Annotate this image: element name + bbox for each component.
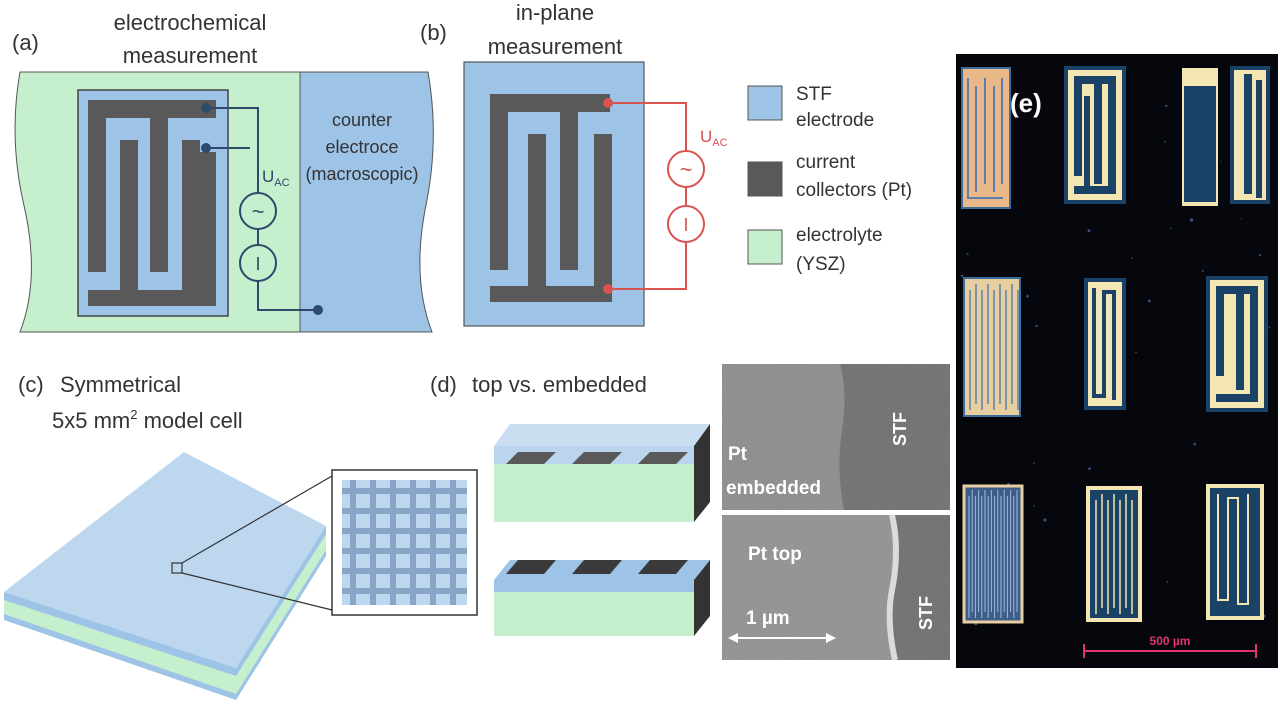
current-collector-a bbox=[88, 100, 216, 306]
panel-c: (c) Symmetrical 5x5 mm2 model cell bbox=[4, 372, 478, 700]
panel-e-label: (e) bbox=[1010, 88, 1042, 118]
legend: STF electrode current collectors (Pt) el… bbox=[747, 84, 912, 275]
panel-a-title-line2: measurement bbox=[123, 43, 258, 68]
sample-r1c3 bbox=[1182, 68, 1218, 206]
micrograph-scale-label: 500 µm bbox=[1150, 634, 1191, 648]
sample-r2c1 bbox=[963, 277, 1021, 417]
sem2-pt-top-label: Pt top bbox=[748, 544, 802, 565]
sem-scale-label: 1 µm bbox=[746, 608, 790, 629]
legend-ysz-line2: (YSZ) bbox=[796, 254, 846, 275]
panel-a: (a) electrochemical measurement counter … bbox=[12, 10, 434, 333]
panel-b: (b) in-plane measurement ~ I UAC bbox=[420, 0, 728, 327]
current-symbol-b: I bbox=[683, 215, 688, 235]
panel-d-title: top vs. embedded bbox=[472, 372, 647, 397]
sem1-pt-label: Pt bbox=[728, 444, 748, 465]
micrograph-scale-bar bbox=[1083, 644, 1257, 658]
legend-swatch-stf bbox=[747, 85, 783, 121]
panel-c-label: (c) bbox=[18, 372, 44, 397]
cell-front-ysz bbox=[4, 600, 236, 694]
sample-r3c3 bbox=[1206, 484, 1264, 620]
ammeter-a bbox=[239, 244, 277, 282]
sample-r1c1 bbox=[961, 67, 1011, 209]
legend-pt-line1: current bbox=[796, 152, 856, 173]
cell-top-face bbox=[4, 452, 326, 668]
circuit-a bbox=[206, 107, 318, 311]
panel-a-title-line1: electrochemical bbox=[114, 10, 267, 35]
counter-label-line3: (macroscopic) bbox=[305, 164, 418, 184]
voltage-label-b: UAC bbox=[700, 127, 728, 149]
sample-r1c2 bbox=[1064, 66, 1126, 204]
legend-stf-line1: STF bbox=[796, 84, 832, 105]
sem1-stf-label: STF bbox=[890, 412, 910, 446]
voltage-label-a: UAC bbox=[262, 167, 290, 189]
ac-symbol-b: ~ bbox=[680, 157, 693, 182]
sample-r3c2 bbox=[1086, 486, 1142, 622]
sem-scale-bar bbox=[728, 633, 836, 643]
sem-image-top bbox=[722, 515, 950, 660]
zoom-marker bbox=[171, 562, 183, 574]
panel-c-title-line2: 5x5 mm2 model cell bbox=[52, 407, 243, 433]
legend-ysz-line1: electrolyte bbox=[796, 225, 883, 246]
panel-d-label: (d) bbox=[430, 372, 457, 397]
legend-pt-line2: collectors (Pt) bbox=[796, 180, 912, 201]
panel-b-title-line1: in-plane bbox=[516, 0, 594, 25]
counter-electrode-region bbox=[299, 71, 434, 333]
current-symbol-a: I bbox=[255, 254, 260, 274]
cell-side-ysz bbox=[236, 534, 326, 694]
panel-b-label: (b) bbox=[420, 20, 447, 45]
sample-r3c1 bbox=[962, 484, 1024, 624]
panel-b-title-line2: measurement bbox=[488, 34, 623, 59]
sample-r2c2 bbox=[1084, 278, 1126, 410]
top-block bbox=[494, 560, 710, 636]
legend-swatch-ysz bbox=[747, 229, 783, 265]
circuit-b bbox=[608, 102, 687, 290]
sem2-stf-label: STF bbox=[916, 596, 936, 630]
panel-d: (d) top vs. embedded bbox=[430, 364, 950, 660]
counter-label-line1: counter bbox=[332, 110, 392, 130]
ac-source-b bbox=[667, 150, 705, 188]
legend-stf-line2: electrode bbox=[796, 110, 874, 131]
counter-label-line2: electroce bbox=[325, 137, 398, 157]
sample-r2c3 bbox=[1206, 276, 1268, 412]
ac-symbol-a: ~ bbox=[252, 199, 265, 224]
sem1-embedded-label: embedded bbox=[726, 478, 821, 499]
legend-swatch-pt bbox=[747, 161, 783, 197]
sem-image-embedded bbox=[722, 364, 950, 510]
ac-source-a bbox=[239, 192, 277, 230]
panel-a-label: (a) bbox=[12, 30, 39, 55]
panel-c-title-line1: Symmetrical bbox=[60, 372, 181, 397]
pt-grid bbox=[342, 480, 467, 605]
sample-r1c4 bbox=[1230, 66, 1270, 204]
panel-e: (e) 500 µm bbox=[956, 54, 1278, 668]
embedded-block bbox=[494, 424, 710, 522]
ammeter-b bbox=[667, 205, 705, 243]
current-collector-b bbox=[490, 94, 612, 302]
